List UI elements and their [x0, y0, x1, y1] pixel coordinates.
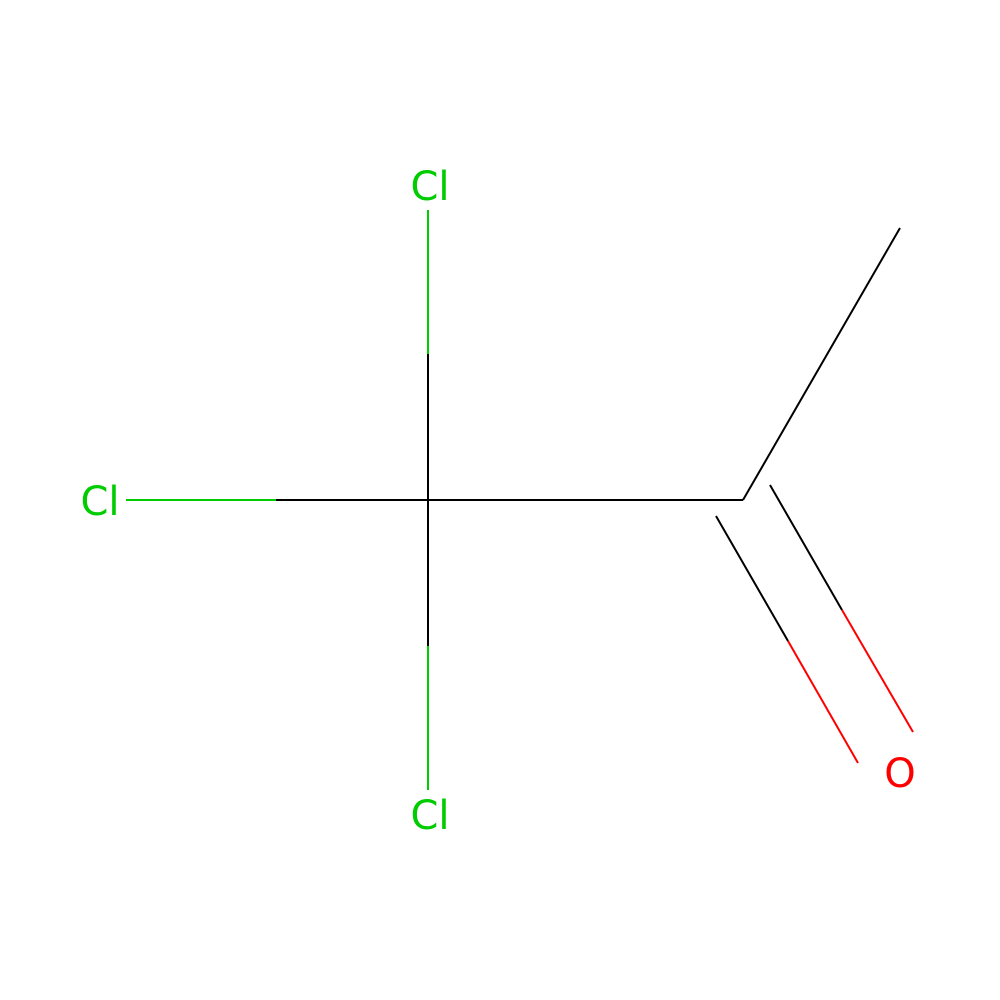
atom-label-oxygen: O: [884, 751, 915, 797]
atom-label-cl-top: Cl: [410, 164, 449, 210]
bond-c-o-double: [715, 484, 914, 764]
atom-label-cl-bottom: Cl: [410, 793, 449, 839]
atom-label-cl-left: Cl: [80, 479, 119, 525]
bond-c-methyl: [742, 227, 901, 501]
